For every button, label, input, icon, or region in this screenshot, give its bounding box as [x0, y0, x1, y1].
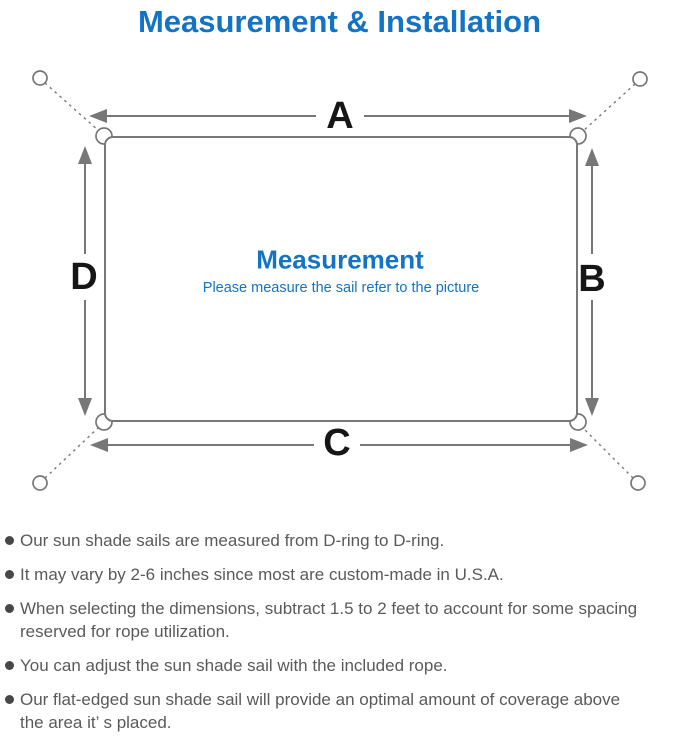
note-line: Our flat-edged sun shade sail will provi…	[20, 690, 621, 709]
anchor-point-icons	[32, 70, 648, 491]
note-line: When selecting the dimensions, subtract …	[20, 599, 638, 618]
dimension-arrow-a	[89, 109, 587, 123]
notes-list: Our sun shade sails are measured from D-…	[5, 529, 670, 739]
measurement-diagram: A B C D Measurement Please measure the s…	[32, 70, 648, 491]
dimension-label-c: C	[323, 422, 351, 464]
list-item: When selecting the dimensions, subtract …	[5, 597, 670, 643]
diagram-subheading: Please measure the sail refer to the pic…	[202, 280, 480, 296]
list-item: Our sun shade sails are measured from D-…	[5, 529, 670, 552]
sail-diagram-graphic	[32, 70, 648, 491]
list-item: Our flat-edged sun shade sail will provi…	[5, 688, 670, 734]
bullet-icon	[5, 604, 14, 613]
note-line: Our sun shade sails are measured from D-…	[20, 531, 445, 550]
note-line: You can adjust the sun shade sail with t…	[20, 656, 448, 675]
anchor-rope-lines	[44, 82, 636, 479]
dimension-arrow-b	[585, 148, 599, 416]
diagram-heading: Measurement	[256, 244, 424, 275]
dimension-label-a: A	[326, 95, 354, 137]
bullet-icon	[5, 661, 14, 670]
page-title: Measurement & Installation	[137, 4, 542, 39]
dimension-arrow-c	[90, 438, 588, 452]
note-line: the area it’ s placed.	[20, 713, 172, 732]
note-line: reserved for rope utilization.	[20, 622, 230, 641]
list-item: You can adjust the sun shade sail with t…	[5, 654, 670, 677]
bullet-icon	[5, 570, 14, 579]
bullet-icon	[5, 695, 14, 704]
bullet-icon	[5, 536, 14, 545]
dimension-label-b: B	[578, 258, 606, 300]
dimension-label-d: D	[70, 256, 98, 298]
list-item: It may vary by 2-6 inches since most are…	[5, 563, 670, 586]
note-line: It may vary by 2-6 inches since most are…	[20, 565, 504, 584]
sail-outline	[104, 136, 578, 422]
dimension-arrow-d	[78, 146, 92, 416]
